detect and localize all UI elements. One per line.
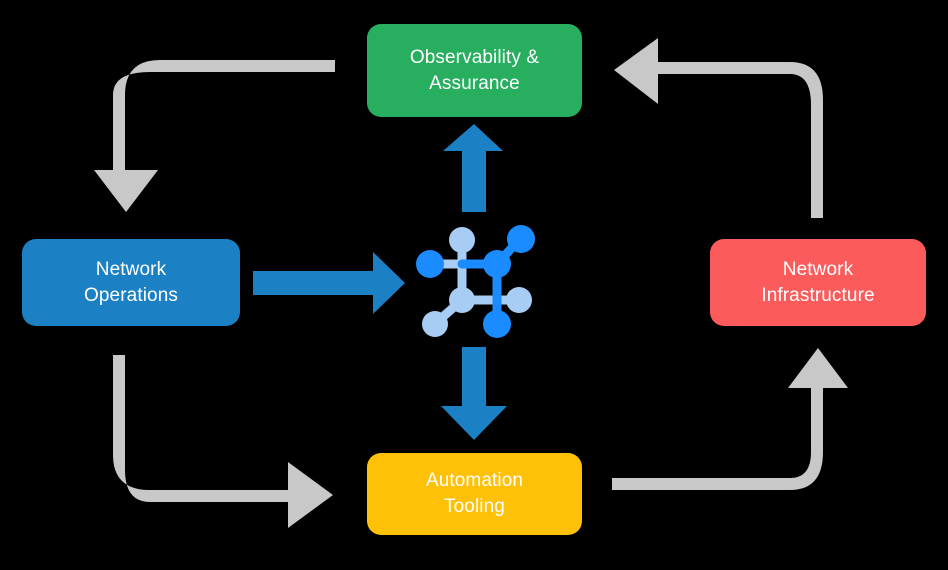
arrow-automation-to-infrastructure xyxy=(612,348,848,490)
arrow-observability-to-operations xyxy=(94,60,335,212)
arrow-center-to-observability xyxy=(443,124,503,212)
node-automation-label: Automation Tooling xyxy=(425,470,524,517)
node-observability-label: Observability & Assurance xyxy=(409,46,540,94)
node-observability-assurance[interactable]: Observability & Assurance xyxy=(367,24,582,117)
topology-light-nodes xyxy=(422,227,532,337)
node-network-infrastructure[interactable]: Network Infrastructure xyxy=(710,239,926,326)
topology-dark-nodes xyxy=(416,225,535,338)
arrow-operations-to-center xyxy=(253,252,405,314)
node-network-operations[interactable]: Network Operations xyxy=(22,239,240,326)
node-operations-label: Network Operations xyxy=(84,258,178,306)
node-automation-tooling[interactable]: Automation Tooling xyxy=(367,453,582,535)
arrow-infrastructure-to-observability xyxy=(614,38,823,218)
arrow-center-to-automation xyxy=(441,347,507,440)
node-infrastructure-label: Network Infrastructure xyxy=(761,258,875,306)
arrow-operations-to-automation xyxy=(113,355,333,528)
